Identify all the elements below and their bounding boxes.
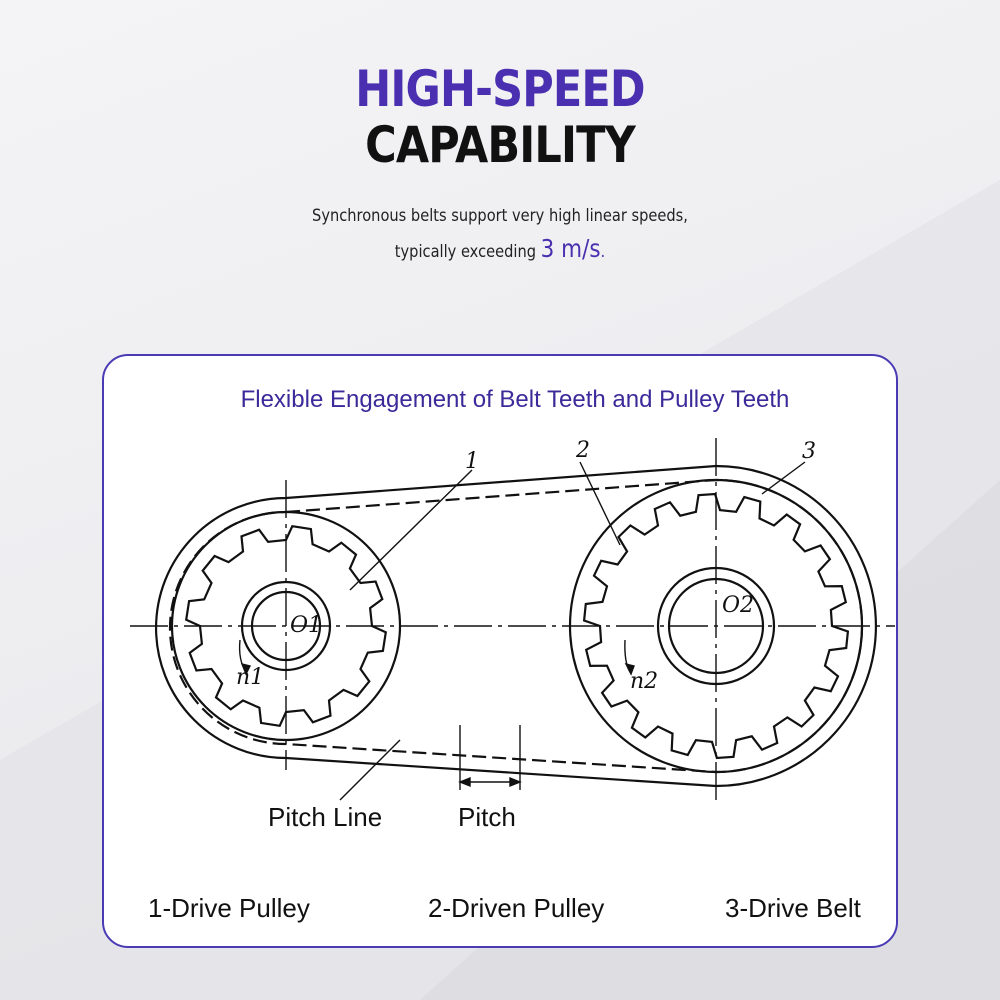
pitch-line-label: Pitch Line (268, 802, 383, 832)
speed-n2: n2 (630, 669, 658, 694)
legend-driven-pulley: 2-Driven Pulley (428, 893, 605, 923)
drive-belt-teeth (168, 478, 864, 774)
legend-drive-pulley: 1-Drive Pulley (148, 893, 310, 923)
drive-belt-outer (154, 464, 878, 788)
center-o1: O1 (290, 613, 322, 638)
callout-3: 3 (802, 439, 816, 464)
card-title: Flexible Engagement of Belt Teeth and Pu… (240, 386, 790, 413)
subtitle-prefix: typically exceeding (394, 242, 536, 262)
speed-value: 3 m/s (540, 234, 601, 263)
callout-1: 1 (465, 449, 479, 474)
pitch-label: Pitch (458, 802, 516, 832)
diagram-card (102, 354, 898, 948)
title-line-2: CAPABILITY (365, 116, 636, 174)
speed-n1: n1 (236, 665, 264, 690)
legend-drive-belt: 3-Drive Belt (725, 893, 861, 923)
title-line-1: HIGH-SPEED (355, 60, 645, 118)
callout-2: 2 (575, 438, 590, 463)
subtitle-line-1: Synchronous belts support very high line… (312, 206, 688, 226)
subtitle-suffix: . (600, 242, 606, 262)
center-o2: O2 (722, 593, 754, 618)
belt-pulley-diagram: 1 2 3 O1 O2 n1 n2 (130, 438, 895, 801)
subtitle-line-2: typically exceeding 3 m/s. (70, 234, 930, 263)
